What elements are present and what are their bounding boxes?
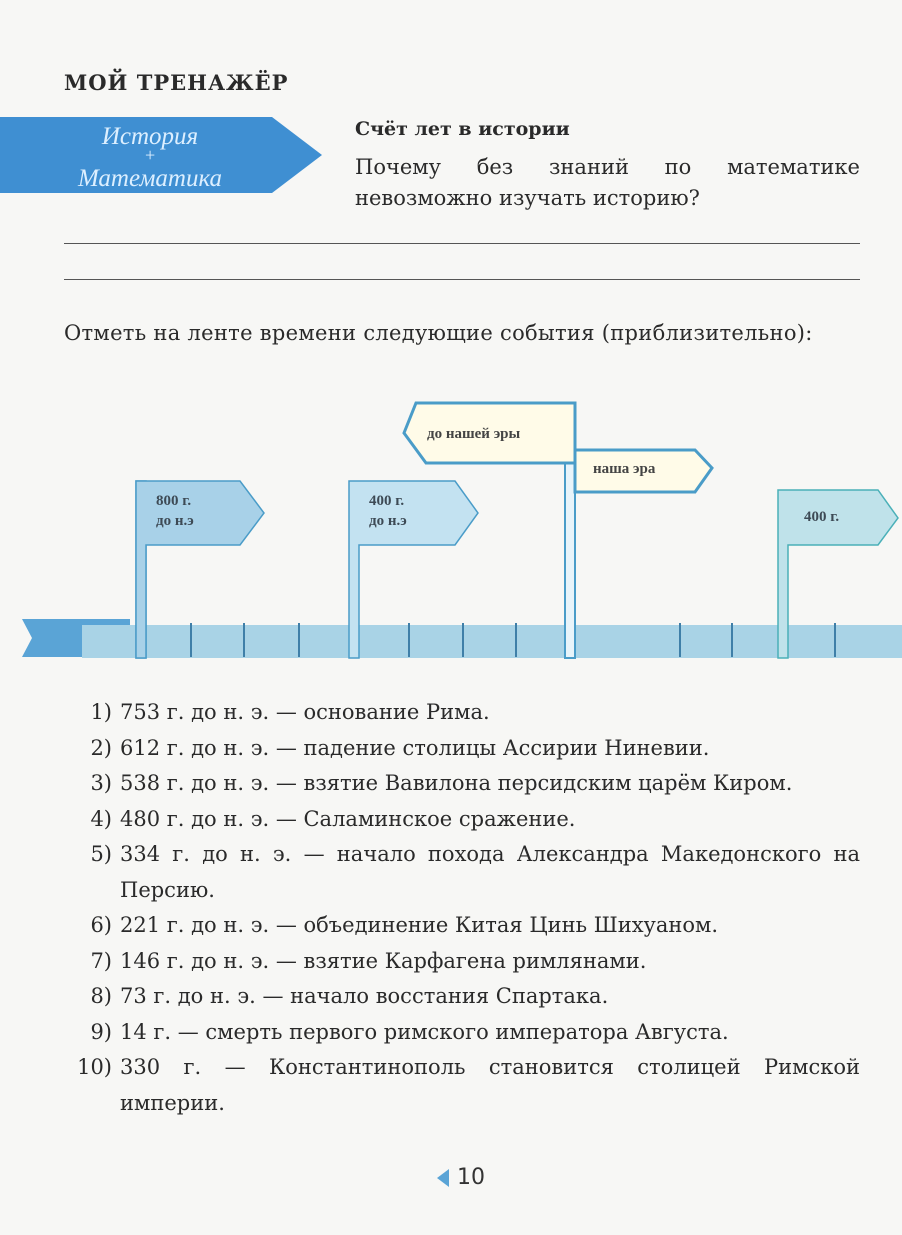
event-number: 8) — [90, 984, 112, 1008]
event-number: 9) — [90, 1019, 112, 1044]
flag-label-line2: до н.э — [156, 513, 194, 529]
event-text: 753 г. до н. э. — основание Рима. — [120, 700, 490, 724]
event-text: 612 г. до н. э. — падение столицы Ассири… — [120, 735, 710, 760]
flag-400-ad: 400 г. — [777, 489, 899, 659]
event-text: 480 г. до н. э. — Саламинское сражение. — [120, 806, 576, 831]
events-list: 1) 753 г. до н. э. — основание Рима. 2) 612… — [60, 695, 860, 1121]
event-text: 73 г. до н. э. — начало восстания Спарта… — [120, 984, 609, 1008]
event-number: 2) — [90, 735, 112, 760]
question-text: Почему без знаний по математике невозмож… — [355, 155, 860, 210]
flag-label-line1: 400 г. — [369, 493, 404, 509]
event-item: 3) 538 г. до н. э. — взятие Вавилона перс… — [60, 766, 860, 802]
event-item: 7) 146 г. до н. э. — взятие Карфагена рим… — [60, 944, 860, 980]
flag-label-line1: 800 г. — [156, 493, 191, 509]
event-item: 10) 330 г. — Константинополь становится с… — [60, 1050, 860, 1121]
banner-plus: + — [143, 145, 157, 165]
event-text: 330 г. — Константинополь становится стол… — [120, 1055, 860, 1115]
event-text: 334 г. до н. э. — начало похода Александ… — [120, 842, 860, 902]
event-item: 9) 14 г. — смерть первого римского импера… — [60, 1015, 860, 1051]
signpost-ad-arrow — [573, 448, 714, 494]
time-ribbon — [82, 625, 902, 658]
event-number: 6) — [90, 913, 112, 937]
event-number: 4) — [90, 806, 112, 831]
event-item: 6) 221 г. до н. э. — объединение Китая Ци… — [60, 908, 860, 944]
event-item: 4) 480 г. до н. э. — Саламинское сражение… — [60, 802, 860, 838]
flag-label-line2: до н.э — [369, 513, 407, 529]
event-item: 1) 753 г. до н. э. — основание Рима. — [60, 695, 860, 731]
banner-history: История — [101, 123, 199, 150]
flag-label-line1: 400 г. — [804, 509, 839, 525]
event-item: 5) 334 г. до н. э. — начало похода Алекса… — [60, 837, 860, 908]
section-title: МОЙ ТРЕНАЖЁР — [64, 70, 289, 95]
timeline[interactable]: до нашей эры наша эра 800 г. до н.э 400 … — [0, 395, 902, 665]
subject-banner: История + Математика — [0, 115, 330, 195]
page-number-text: 10 — [457, 1165, 485, 1190]
flag-400-bc: 400 г. до н.э — [348, 480, 479, 659]
triangle-left-icon — [437, 1168, 449, 1187]
event-item: 2) 612 г. до н. э. — падение столицы Асси… — [60, 731, 860, 767]
banner-math: Математика — [77, 165, 223, 192]
flag-800-bc: 800 г. до н.э — [135, 480, 265, 659]
event-number: 5) — [90, 842, 112, 866]
event-number: 1) — [90, 700, 112, 724]
event-text: 538 г. до н. э. — взятие Вавилона персид… — [120, 771, 793, 795]
signpost-bc-label: до нашей эры — [427, 426, 521, 442]
answer-line[interactable] — [64, 279, 860, 280]
ticks — [190, 623, 836, 657]
page-number: 10 — [437, 1165, 485, 1190]
event-number: 7) — [90, 948, 112, 973]
topic-title: Счёт лет в истории — [355, 118, 570, 140]
event-text: 221 г. до н. э. — объединение Китая Цинь… — [120, 913, 719, 937]
answer-line[interactable] — [64, 243, 860, 244]
signpost-ad-label: наша эра — [593, 461, 656, 477]
signpost-bc-arrow — [402, 401, 577, 465]
instruction-text: Отметь на ленте времени следующие событи… — [64, 321, 813, 345]
event-number: 3) — [90, 771, 112, 795]
banner-arrow-shape — [0, 117, 322, 193]
event-item: 8) 73 г. до н. э. — начало восстания Спар… — [60, 979, 860, 1015]
event-text: 146 г. до н. э. — взятие Карфагена римля… — [120, 948, 647, 973]
event-number: 10) — [77, 1055, 112, 1079]
event-text: 14 г. — смерть первого римского императо… — [120, 1019, 729, 1044]
era-signpost: до нашей эры наша эра — [402, 401, 714, 659]
